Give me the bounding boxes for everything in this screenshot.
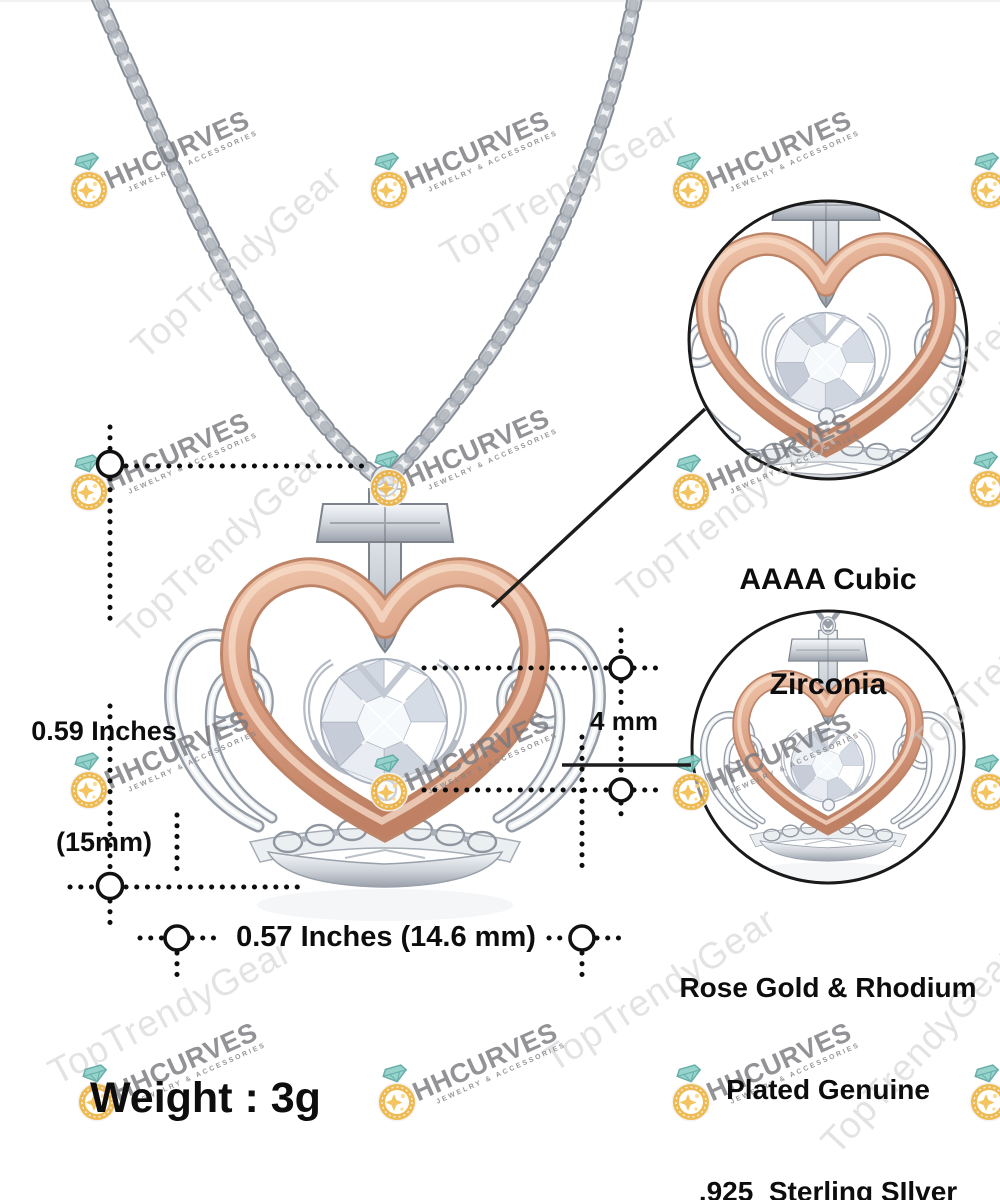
stone-quality-line1: AAAA Cubic [739,563,917,596]
image-top-border [0,0,1000,2]
stone-size-label: 4 mm [590,706,658,736]
material-line2: Plated Genuine [726,1074,930,1105]
callout-pointer-lines [490,407,707,767]
material-line3: .925 Sterling SIlver [698,1176,958,1200]
dotted-dimension-lines [67,424,664,987]
pendant-height-line2: (15mm) [55,827,153,857]
pendant-width-label: 0.57 Inches (14.6 mm) [236,921,536,953]
inset-circle-border [687,199,969,481]
material-label: Rose Gold & Rhodium Plated Genuine .925 … [648,903,1000,1200]
dimension-end-markers [95,449,634,952]
material-line1: Rose Gold & Rhodium [679,972,977,1003]
pendant-height-label: 0.59 Inches (15mm) [4,639,204,935]
pendant-height-line1: 0.59 Inches [31,716,177,746]
inset-pendant-full [690,609,966,885]
inset-circle-border [690,609,966,885]
stone-quality-label: AAAA Cubic Zirconia [658,492,998,772]
weight-label: Weight : 3g [90,1074,321,1122]
stone-quality-line2: Zirconia [769,668,887,701]
inset-stone-closeup [687,199,969,481]
